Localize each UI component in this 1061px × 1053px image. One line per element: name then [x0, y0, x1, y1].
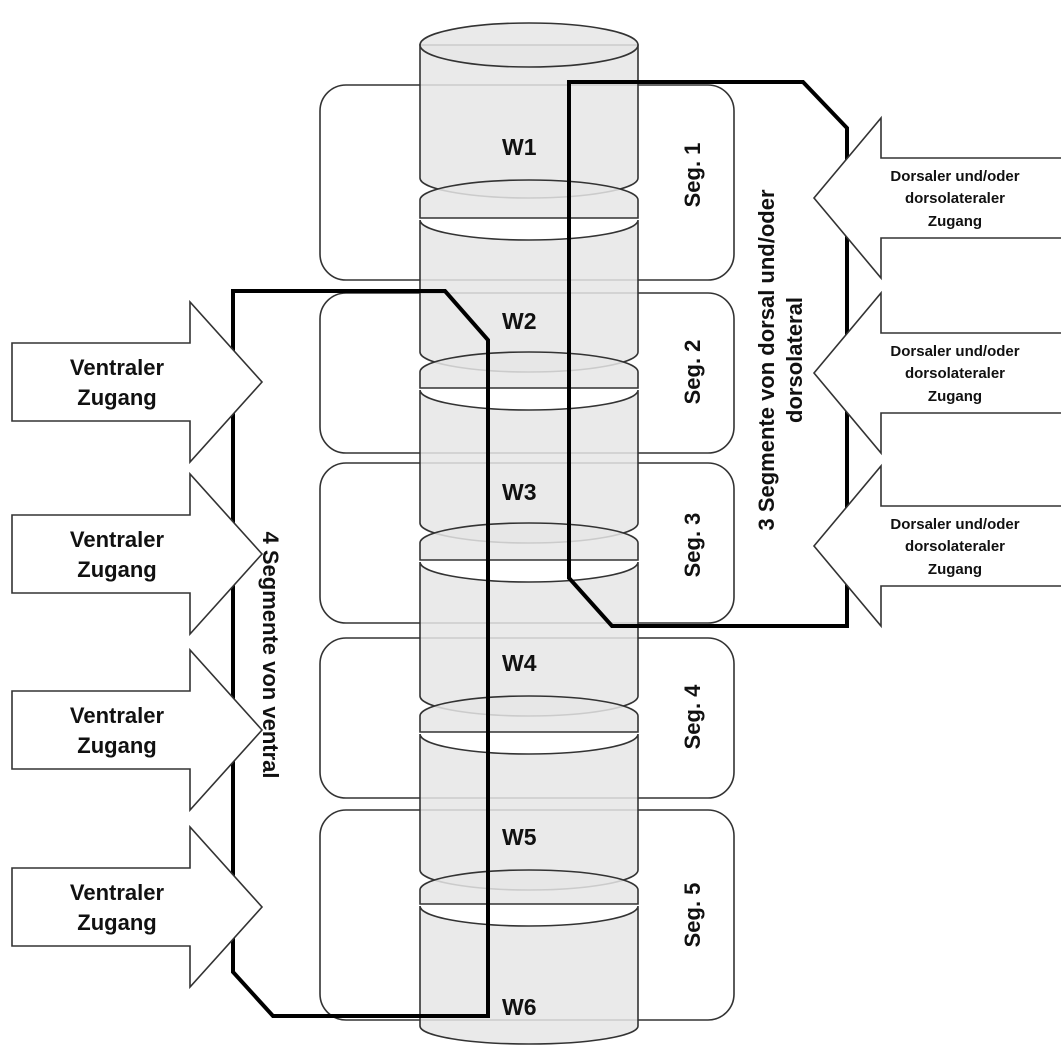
vertebra-body-w1	[419, 44, 639, 199]
disc-1	[419, 179, 639, 219]
dorsal-arrow-3-shape	[812, 463, 1061, 629]
dorsal-bracket-label-line2: dorsolateral	[782, 297, 807, 423]
dorsal-arrow-2-line2: dorsolateraler	[905, 365, 1005, 382]
vertebral-column	[419, 22, 639, 1045]
ventral-arrow-4-line1: Ventraler	[70, 880, 165, 905]
ventral-arrow-1: Ventraler Zugang	[11, 299, 264, 465]
vertebra-labels: W1 W2 W3 W4 W5 W6	[502, 134, 537, 1020]
segment-label-5: Seg. 5	[680, 883, 705, 948]
dorsal-arrow-1-line2: dorsolateraler	[905, 190, 1005, 207]
ventral-bracket	[231, 289, 490, 1018]
segment-label-1: Seg. 1	[680, 143, 705, 208]
segment-labels: Seg. 1 Seg. 2 Seg. 3 Seg. 4 Seg. 5	[680, 143, 705, 948]
ventral-arrow-2-shape	[11, 471, 264, 637]
vertebra-label-w2: W2	[502, 308, 537, 334]
ventral-arrow-3: Ventraler Zugang	[11, 647, 264, 813]
vertebra-label-w6: W6	[502, 994, 537, 1020]
dorsal-arrow-3-line3: Zugang	[928, 561, 982, 578]
segment-label-4: Seg. 4	[680, 684, 705, 750]
vertebra-body-w6	[419, 905, 639, 1045]
vertebra-label-w1: W1	[502, 134, 537, 160]
ventral-arrow-3-line1: Ventraler	[70, 703, 165, 728]
dorsal-arrow-3-line2: dorsolateraler	[905, 538, 1005, 555]
dorsal-arrow-3: Dorsaler und/oder dorsolateraler Zugang	[812, 463, 1061, 629]
dorsal-bracket-label-line1: 3 Segmente von dorsal und/oder	[754, 189, 779, 531]
ventral-arrow-1-line1: Ventraler	[70, 355, 165, 380]
dorsal-arrow-1-line1: Dorsaler und/oder	[890, 168, 1019, 185]
ventral-arrow-3-shape	[11, 647, 264, 813]
ventral-bracket-label: 4 Segmente von ventral	[258, 532, 283, 779]
disc-4	[419, 695, 639, 733]
dorsal-bracket	[567, 80, 849, 628]
dorsal-arrow-1-shape	[812, 115, 1061, 281]
dorsal-arrow-3-line1: Dorsaler und/oder	[890, 516, 1019, 533]
dorsal-arrow-1-line3: Zugang	[928, 213, 982, 230]
disc-2	[419, 351, 639, 389]
dorsal-arrow-2: Dorsaler und/oder dorsolateraler Zugang	[812, 290, 1061, 456]
ventral-arrow-1-shape	[11, 299, 264, 465]
ventral-arrow-2-line2: Zugang	[77, 557, 156, 582]
segment-label-3: Seg. 3	[680, 513, 705, 578]
dorsal-arrow-2-line3: Zugang	[928, 388, 982, 405]
vertebra-body-w2	[419, 219, 639, 373]
dorsal-arrow-2-shape	[812, 290, 1061, 456]
vertebra-label-w5: W5	[502, 824, 537, 850]
disc-3	[419, 522, 639, 561]
ventral-access-arrows: Ventraler Zugang Ventraler Zugang Ventra…	[11, 299, 264, 990]
vertebra-body-w5	[419, 733, 639, 891]
dorsal-arrow-1: Dorsaler und/oder dorsolateraler Zugang	[812, 115, 1061, 281]
vertebra-top-w1	[419, 22, 639, 68]
ventral-arrow-4-shape	[11, 824, 264, 990]
ventral-arrow-2-line1: Ventraler	[70, 527, 165, 552]
ventral-arrow-3-line2: Zugang	[77, 733, 156, 758]
ventral-arrow-1-line2: Zugang	[77, 385, 156, 410]
ventral-arrow-2: Ventraler Zugang	[11, 471, 264, 637]
disc-5	[419, 869, 639, 905]
vertebra-body-w3	[419, 389, 639, 544]
ventral-arrow-4: Ventraler Zugang	[11, 824, 264, 990]
segment-label-2: Seg. 2	[680, 340, 705, 405]
ventral-arrow-4-line2: Zugang	[77, 910, 156, 935]
vertebra-label-w3: W3	[502, 479, 537, 505]
dorsal-arrow-2-line1: Dorsaler und/oder	[890, 343, 1019, 360]
vertebra-body-w4	[419, 561, 639, 717]
vertebra-label-w4: W4	[502, 650, 537, 676]
dorsal-access-arrows: Dorsaler und/oder dorsolateraler Zugang …	[812, 115, 1061, 629]
